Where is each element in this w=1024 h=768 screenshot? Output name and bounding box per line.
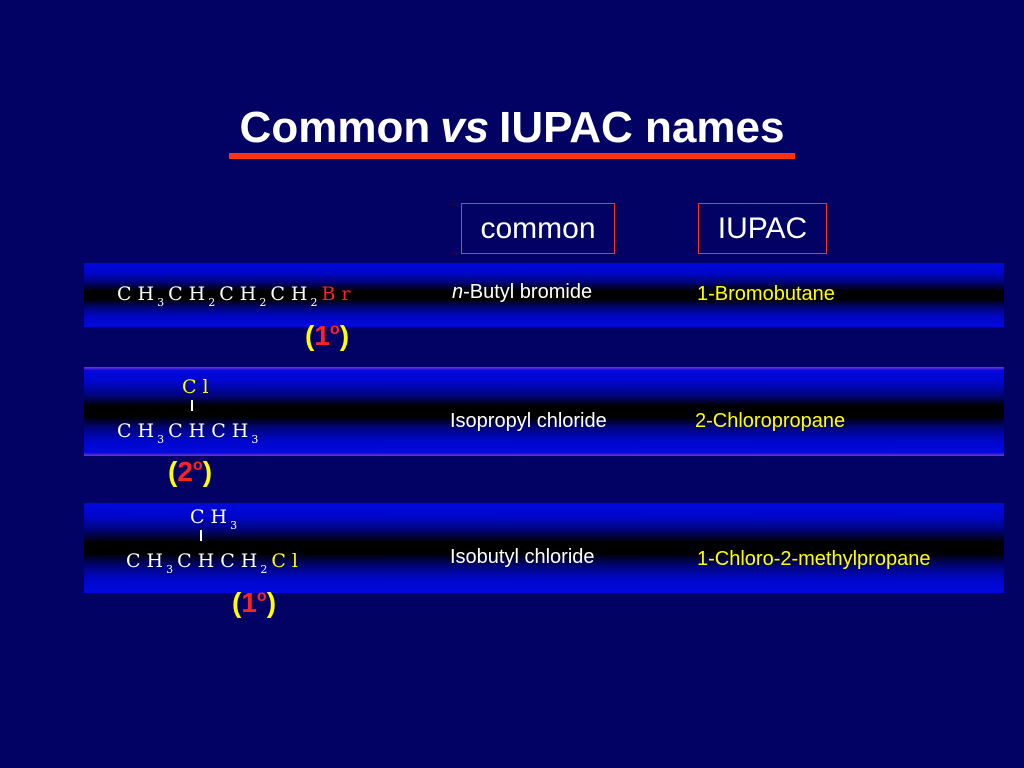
bond-line-row-2 — [191, 400, 193, 411]
formula-atom: CH — [190, 506, 234, 528]
iupac-name-row-3: 1-Chloro-2-methylpropane — [697, 548, 931, 570]
formula-subscript: 2 — [208, 296, 218, 309]
formula-halogen: Br — [321, 283, 357, 305]
title-underline — [229, 153, 795, 159]
formula-subscript: 3 — [157, 433, 167, 446]
formula-subscript: 2 — [259, 296, 269, 309]
bond-line-row-3 — [200, 530, 202, 541]
iupac-column-header: IUPAC — [698, 203, 827, 254]
formula-atom: CH — [219, 283, 263, 305]
iupac-name-row-2: 2-Chloropropane — [695, 410, 846, 432]
formula-atom: CH — [168, 283, 212, 305]
paren-open: ( — [305, 320, 315, 351]
common-name-row-2: Isopropyl chloride — [450, 410, 607, 432]
carbon-degree-row-2: (2o) — [168, 450, 212, 488]
formula-halogen: Cl — [271, 550, 304, 572]
common-column-header: common — [461, 203, 615, 254]
common-name-text: -Butyl bromide — [463, 281, 593, 303]
common-name-row-1: n-Butyl bromide — [452, 280, 592, 304]
formula-subscript: 3 — [166, 563, 176, 576]
title-part-vs: vs — [440, 103, 490, 152]
row-band-2 — [84, 367, 1004, 456]
paren-close: ) — [202, 456, 213, 487]
formula-branch-row-3: CH3 — [190, 506, 241, 537]
formula-atom: CH — [117, 283, 161, 305]
formula-branch-row-2: Cl — [182, 376, 215, 398]
degree-number: 1 — [314, 320, 330, 351]
formula-atom: CHCH — [177, 550, 264, 572]
row-band-1 — [84, 263, 1004, 327]
formula-atom: CH — [126, 550, 170, 572]
paren-close: ) — [339, 320, 350, 351]
formula-atom: CHCH — [168, 420, 255, 442]
iupac-name-row-1: 1-Bromobutane — [697, 283, 835, 305]
formula-subscript: 2 — [310, 296, 320, 309]
common-name-row-3: Isobutyl chloride — [450, 546, 595, 568]
formula-subscript: 3 — [157, 296, 167, 309]
formula-atom: CH — [270, 283, 314, 305]
formula-atom: CH — [117, 420, 161, 442]
paren-close: ) — [266, 587, 277, 618]
row-band-3 — [84, 503, 1004, 593]
formula-subscript: 3 — [230, 519, 240, 532]
degree-sup: o — [192, 457, 203, 474]
title-part-common: Common — [239, 103, 431, 152]
degree-number: 2 — [177, 456, 193, 487]
carbon-degree-row-3: (1o) — [232, 581, 276, 619]
paren-open: ( — [232, 587, 242, 618]
formula-subscript: 3 — [251, 433, 261, 446]
degree-sup: o — [256, 588, 267, 605]
degree-sup: o — [329, 321, 340, 338]
degree-number: 1 — [241, 587, 257, 618]
paren-open: ( — [168, 456, 178, 487]
formula-subscript: 2 — [260, 563, 270, 576]
common-name-prefix: n — [452, 281, 464, 303]
title-part-iupac: IUPAC names — [499, 103, 785, 152]
carbon-degree-row-1: (1o) — [305, 314, 349, 352]
